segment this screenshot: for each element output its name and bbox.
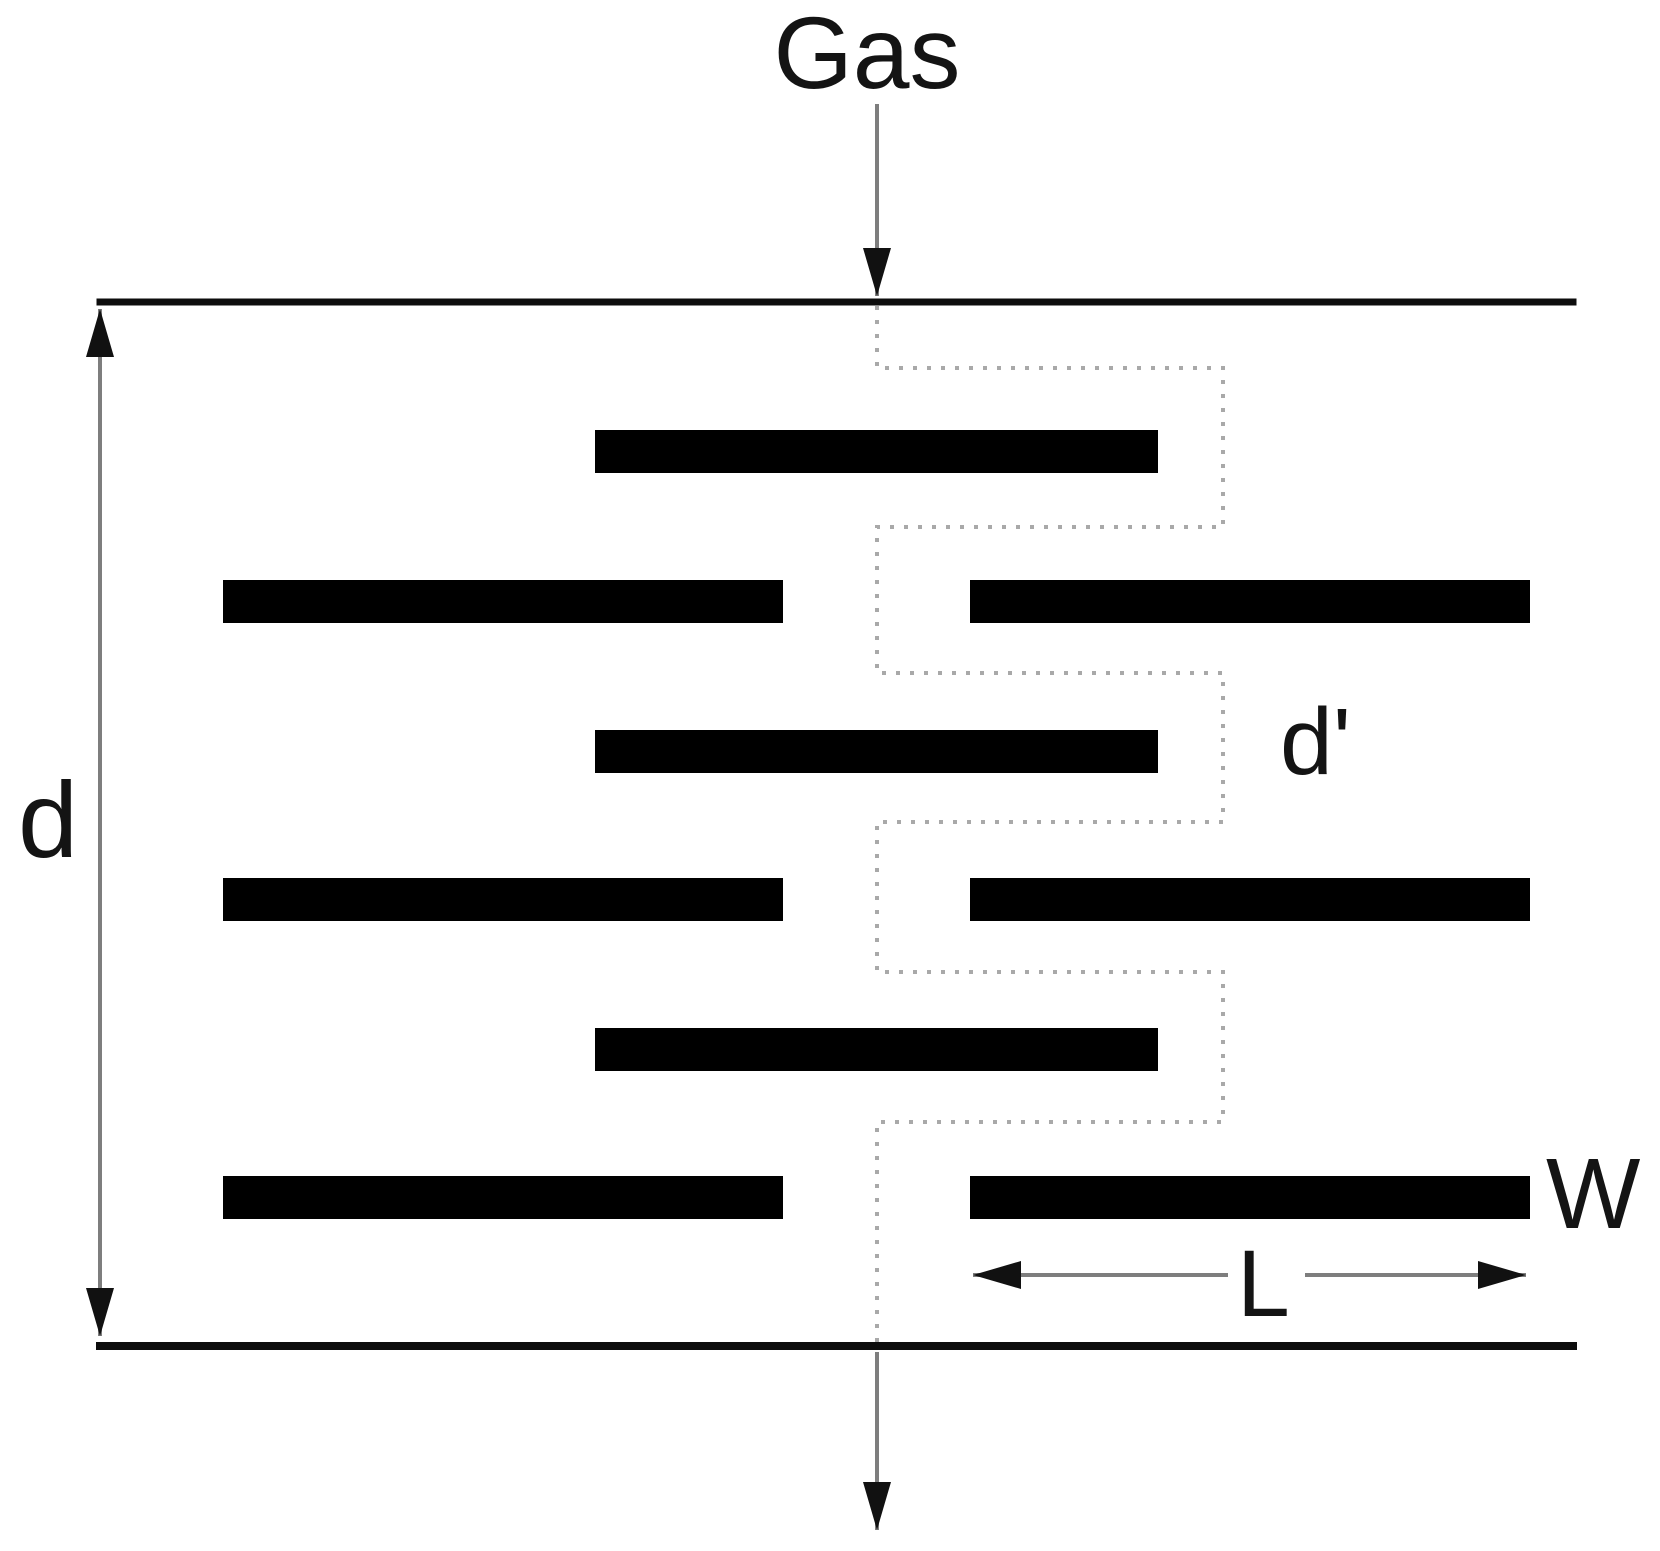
d-prime-label: d': [1280, 689, 1351, 795]
plate-bar: [970, 580, 1530, 623]
plate-bar: [595, 730, 1158, 773]
baffle-plates-group: [223, 430, 1530, 1219]
plate-bar: [595, 430, 1158, 473]
plate-bar: [970, 878, 1530, 921]
dimension-arrows-group: [86, 104, 1526, 1530]
gas-flow-dotted-path: [875, 306, 1225, 1342]
plate-bar: [223, 878, 783, 921]
l-label: L: [1237, 1231, 1290, 1337]
d-dimension-label: d: [18, 759, 78, 880]
w-label: W: [1546, 1138, 1641, 1250]
plate-bar: [223, 580, 783, 623]
plate-bar: [595, 1028, 1158, 1071]
plate-bar: [223, 1176, 783, 1219]
gas-label: Gas: [773, 0, 960, 110]
plate-bar: [970, 1176, 1530, 1219]
